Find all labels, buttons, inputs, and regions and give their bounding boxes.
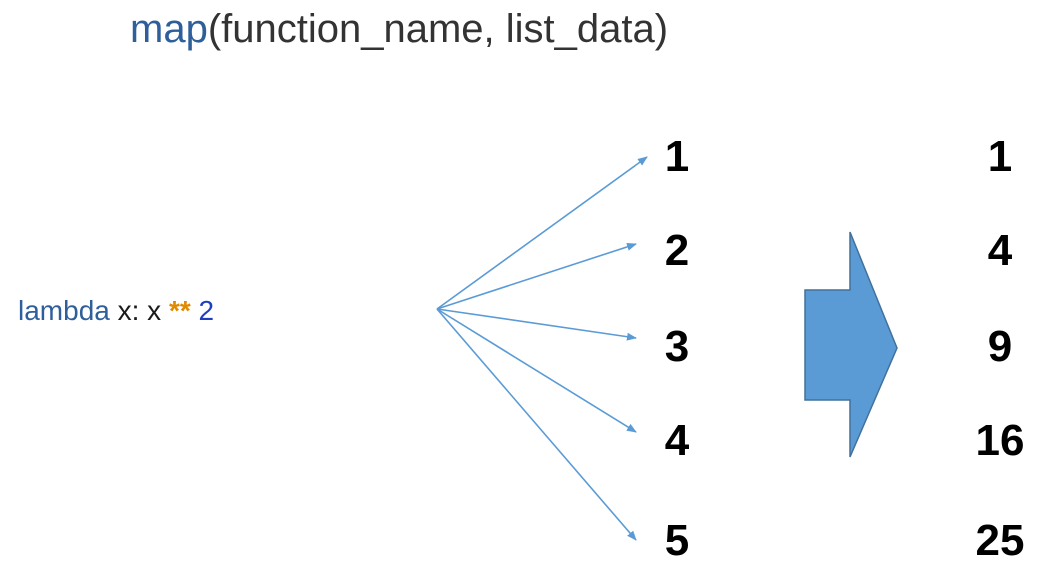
exponent-value: 2 xyxy=(198,295,215,326)
map-function-name: map xyxy=(130,7,208,51)
lambda-keyword: lambda xyxy=(18,295,110,326)
output-value: 1 xyxy=(987,132,1013,181)
lambda-body: x: x xyxy=(109,295,169,326)
mapping-arrow xyxy=(436,242,637,310)
arrow-group xyxy=(436,156,648,541)
input-value: 3 xyxy=(664,322,690,371)
output-value: 4 xyxy=(987,226,1013,275)
mapping-arrow xyxy=(436,308,637,433)
mapping-arrow xyxy=(436,308,637,341)
mapping-arrow xyxy=(436,308,637,541)
map-arguments: (function_name, list_data) xyxy=(207,7,669,51)
input-value: 5 xyxy=(664,516,690,565)
input-value: 4 xyxy=(664,416,690,465)
block-arrow xyxy=(804,231,898,458)
lambda-expression: lambda x: x ** 2 xyxy=(18,294,214,328)
mapping-arrow xyxy=(436,156,648,310)
input-value: 1 xyxy=(664,132,690,181)
output-value: 16 xyxy=(975,416,1025,465)
page-title: map(function_name, list_data) xyxy=(130,6,668,52)
output-value: 9 xyxy=(987,322,1013,371)
input-value: 2 xyxy=(664,226,690,275)
power-operator: ** xyxy=(168,295,191,326)
output-value: 25 xyxy=(975,516,1025,565)
